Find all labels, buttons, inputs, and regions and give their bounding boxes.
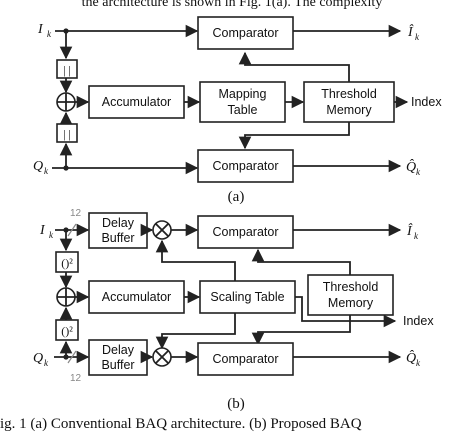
comparator-b-bottom bbox=[197, 342, 294, 376]
abs-box-top bbox=[56, 59, 78, 79]
svg-text:Threshold: Threshold bbox=[321, 87, 377, 101]
input-q-a: Q bbox=[33, 159, 43, 174]
svg-text:Accumulator: Accumulator bbox=[102, 290, 171, 304]
svg-text:k: k bbox=[44, 166, 49, 176]
svg-text:k: k bbox=[44, 358, 49, 368]
svg-text:k: k bbox=[49, 230, 54, 240]
output-q-b: Q̂ bbox=[406, 350, 416, 366]
input-i-b: I bbox=[39, 223, 46, 238]
svg-text:Comparator: Comparator bbox=[213, 159, 279, 173]
svg-text:k: k bbox=[416, 167, 421, 177]
svg-text:Delay: Delay bbox=[102, 216, 135, 230]
comparator-a-top bbox=[197, 16, 294, 50]
svg-text:Memory: Memory bbox=[326, 103, 372, 117]
comparator-a-bottom bbox=[197, 149, 294, 183]
svg-text:k: k bbox=[416, 358, 421, 368]
delay-buffer-bottom bbox=[88, 339, 148, 376]
svg-text:k: k bbox=[414, 231, 419, 241]
svg-text:Threshold: Threshold bbox=[323, 280, 379, 294]
svg-text:| |: | | bbox=[63, 63, 71, 77]
bit-width-bottom: 12 bbox=[70, 373, 82, 384]
accumulator-b bbox=[88, 280, 185, 314]
figure-a-label: (a) bbox=[228, 189, 245, 205]
scaling-table bbox=[199, 280, 296, 314]
svg-text:Comparator: Comparator bbox=[213, 225, 279, 239]
svg-text:()²: ()² bbox=[61, 256, 73, 270]
figure-b: 12 I k Delay Buffer Comparator Î k ()² bbox=[33, 208, 434, 412]
svg-text:Comparator: Comparator bbox=[213, 26, 279, 40]
delay-buffer-top bbox=[88, 212, 148, 249]
square-box-bottom bbox=[55, 319, 79, 341]
svg-text:Buffer: Buffer bbox=[101, 231, 134, 245]
output-i-a: Î bbox=[407, 23, 414, 40]
svg-text:Scaling Table: Scaling Table bbox=[210, 290, 284, 304]
figure-a: I k Q k | | | | Accumulator Mapping Tabl bbox=[33, 16, 442, 205]
index-output-a: Index bbox=[411, 95, 442, 109]
input-i-a: I bbox=[37, 22, 44, 37]
figure-caption: ig. 1 (a) Conventional BAQ architecture.… bbox=[0, 416, 362, 432]
bit-width-top: 12 bbox=[70, 208, 82, 219]
svg-text:()²: ()² bbox=[61, 324, 73, 338]
figure-b-label: (b) bbox=[227, 396, 245, 412]
svg-text:k: k bbox=[47, 29, 52, 39]
threshold-memory-a bbox=[303, 81, 395, 123]
index-output-b: Index bbox=[403, 314, 434, 328]
svg-text:Table: Table bbox=[228, 103, 258, 117]
svg-text:Comparator: Comparator bbox=[213, 352, 279, 366]
clipped-caption-top: the architecture is shown in Fig. 1(a). … bbox=[82, 0, 383, 10]
svg-text:Delay: Delay bbox=[102, 343, 135, 357]
svg-text:Memory: Memory bbox=[328, 296, 374, 310]
input-q-b: Q bbox=[33, 351, 43, 366]
svg-text:Accumulator: Accumulator bbox=[102, 95, 171, 109]
output-q-a: Q̂ bbox=[406, 159, 416, 175]
output-i-b: Î bbox=[406, 222, 413, 239]
svg-text:| |: | | bbox=[63, 127, 71, 141]
svg-text:k: k bbox=[415, 32, 420, 42]
mapping-table bbox=[199, 81, 286, 123]
svg-text:Mapping: Mapping bbox=[219, 87, 267, 101]
comparator-b-top bbox=[197, 215, 294, 249]
svg-text:Buffer: Buffer bbox=[101, 358, 134, 372]
square-box-top bbox=[55, 251, 79, 273]
